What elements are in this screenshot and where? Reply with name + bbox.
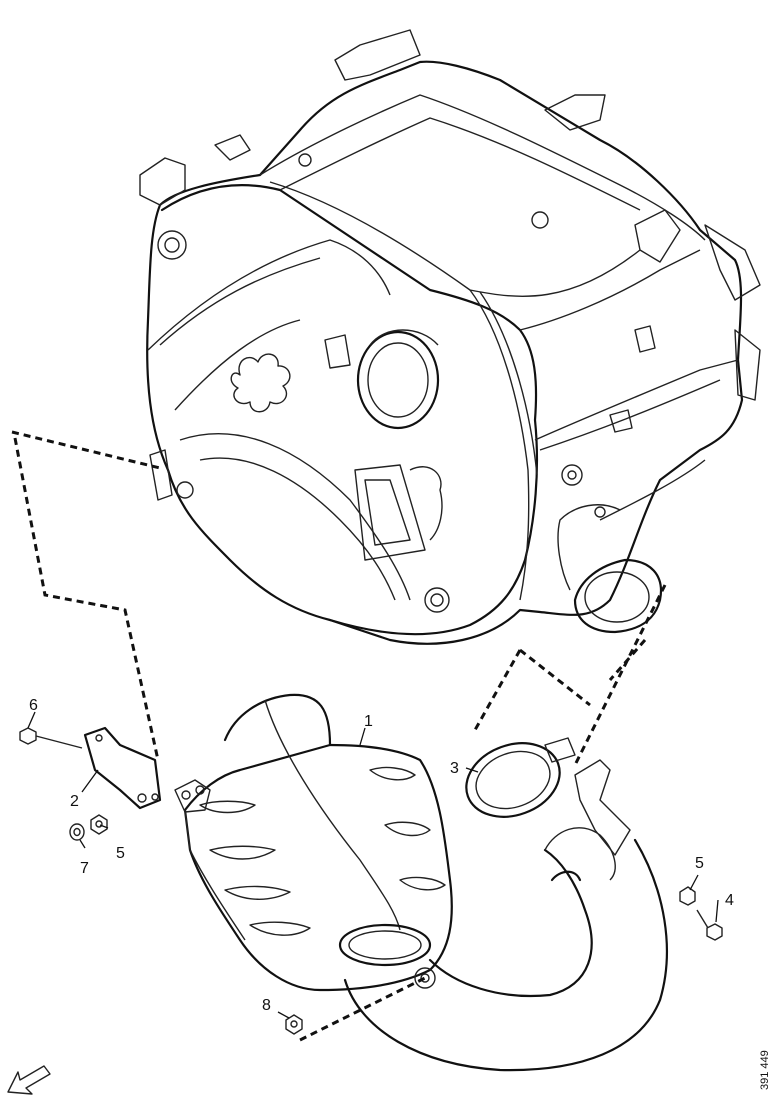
- callout-6: 6: [29, 697, 38, 714]
- assembly-lines: [11, 430, 667, 1042]
- callout-3: 3: [450, 760, 459, 777]
- fasteners: [19, 727, 723, 1035]
- callout-4: 4: [725, 892, 734, 909]
- silencer-assembly: [174, 693, 668, 1072]
- nut-5-right: [679, 886, 696, 906]
- callouts: 1 2 3 4 5 5 6 7 8: [29, 697, 734, 1014]
- nut-8: [285, 1014, 303, 1035]
- mounting-bracket: [83, 726, 162, 810]
- bolt-6: [19, 727, 83, 749]
- callout-5-left: 5: [116, 845, 125, 862]
- callout-2: 2: [70, 793, 79, 810]
- callout-8: 8: [262, 997, 271, 1014]
- arrow-down-left-icon: [7, 1065, 51, 1095]
- clamp-part: [465, 737, 576, 818]
- leader-lines: [27, 711, 719, 1019]
- bolt-4: [696, 909, 723, 941]
- callout-5-right: 5: [695, 855, 704, 872]
- washer-7: [69, 823, 85, 841]
- callout-1: 1: [364, 713, 373, 730]
- callout-7: 7: [80, 860, 89, 877]
- converter-housing: [139, 29, 761, 645]
- reference-number: 391 449: [759, 1050, 771, 1090]
- nut-5-left: [90, 814, 108, 835]
